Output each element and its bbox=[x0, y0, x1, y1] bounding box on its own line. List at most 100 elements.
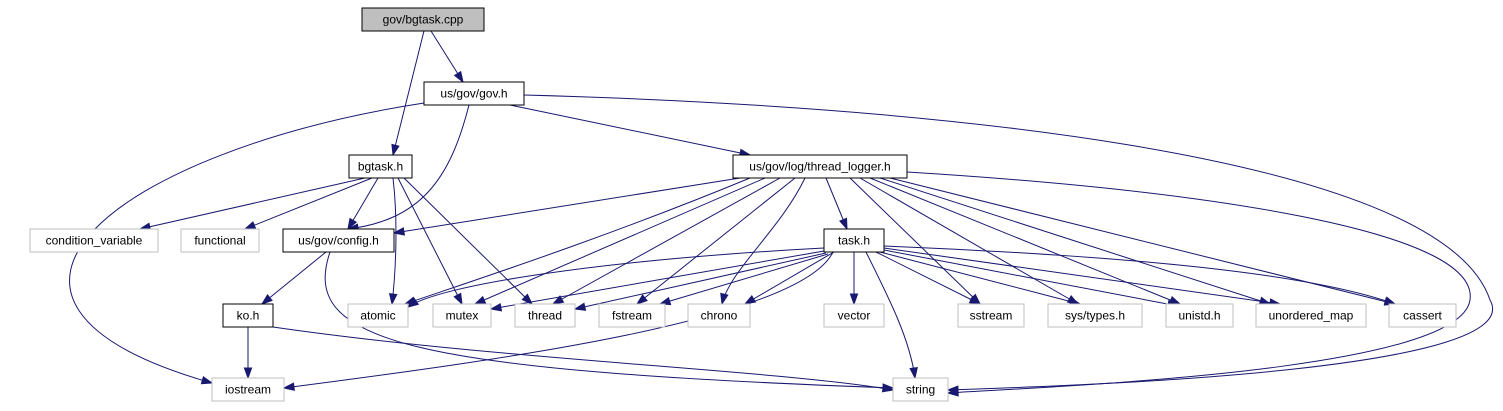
edge-bgtask_h-to-mutex bbox=[397, 177, 463, 306]
edge-line bbox=[407, 247, 825, 308]
node-label: unordered_map bbox=[1269, 309, 1354, 323]
node-label: us/gov/config.h bbox=[298, 234, 379, 248]
edge-arrowhead bbox=[946, 388, 959, 397]
edge-ko_h-to-string bbox=[272, 326, 895, 393]
node-task-h[interactable]: task.h bbox=[823, 228, 885, 253]
node-vector[interactable]: vector bbox=[823, 303, 885, 328]
node-ko-h[interactable]: ko.h bbox=[222, 303, 274, 328]
node-sys-types-h[interactable]: sys/types.h bbox=[1047, 303, 1143, 328]
node-box bbox=[1047, 303, 1143, 328]
edge-thread_logger_h-to-thread bbox=[551, 177, 781, 305]
node-bgtask-h[interactable]: bgtask.h bbox=[348, 154, 413, 179]
edge-arrowhead bbox=[243, 221, 257, 230]
node-thread[interactable]: thread bbox=[514, 303, 576, 328]
node-gov-h[interactable]: us/gov/gov.h bbox=[423, 81, 525, 106]
edge-line bbox=[552, 177, 781, 305]
node-atomic[interactable]: atomic bbox=[347, 303, 409, 328]
edge-thread_logger_h-to-chrono bbox=[720, 177, 806, 306]
node-label: atomic bbox=[360, 309, 395, 323]
node-unistd-h[interactable]: unistd.h bbox=[1165, 303, 1234, 328]
edge-thread_logger_h-to-task_h bbox=[825, 177, 848, 231]
edge-arrowhead bbox=[521, 293, 534, 306]
edge-arrowhead bbox=[260, 294, 273, 305]
node-label: sstream bbox=[970, 309, 1013, 323]
edge-thread_logger_h-to-unistd_h bbox=[869, 177, 1182, 305]
edge-line bbox=[490, 250, 825, 310]
node-functional[interactable]: functional bbox=[180, 228, 260, 253]
node-label: chrono bbox=[701, 309, 738, 323]
node-root[interactable]: gov/bgtask.cpp bbox=[361, 7, 485, 32]
node-iostream[interactable]: iostream bbox=[211, 377, 285, 402]
node-box bbox=[823, 303, 885, 328]
edge-arrowhead bbox=[392, 227, 406, 236]
edge-line bbox=[636, 177, 796, 305]
edge-arrowhead bbox=[968, 295, 982, 305]
node-label: vector bbox=[838, 309, 871, 323]
node-box bbox=[892, 377, 949, 402]
edge-root-to-bgtask_h bbox=[391, 30, 425, 157]
node-chrono[interactable]: chrono bbox=[687, 303, 751, 328]
node-string[interactable]: string bbox=[892, 377, 949, 402]
edge-line bbox=[139, 177, 366, 230]
edge-arrowhead bbox=[849, 293, 859, 306]
edge-arrowhead bbox=[200, 375, 214, 385]
edge-task_h-to-unistd_h bbox=[883, 249, 1180, 309]
node-label: cassert bbox=[1403, 309, 1442, 323]
edge-line bbox=[283, 251, 834, 389]
edge-line bbox=[883, 249, 1179, 307]
edge-ko_h-to-iostream bbox=[243, 327, 253, 380]
edge-task_h-to-cassert bbox=[883, 245, 1397, 305]
edge-line bbox=[404, 177, 751, 305]
node-box bbox=[687, 303, 751, 328]
edge-arrowhead bbox=[453, 70, 464, 84]
edge-arrowhead bbox=[347, 217, 358, 231]
node-mutex[interactable]: mutex bbox=[432, 303, 492, 328]
edge-line bbox=[906, 171, 1471, 394]
edge-arrowhead bbox=[243, 367, 253, 380]
edge-line bbox=[244, 177, 373, 230]
edge-line bbox=[869, 177, 1181, 305]
node-box bbox=[957, 303, 1025, 328]
node-box bbox=[222, 303, 274, 328]
node-config-h[interactable]: us/gov/config.h bbox=[282, 228, 395, 253]
edge-config_h-to-ko_h bbox=[260, 251, 327, 305]
node-layer: gov/bgtask.cpp us/gov/gov.h bgtask.h us/gov… bbox=[29, 7, 1457, 402]
edge-line bbox=[889, 177, 1396, 305]
node-label: us/gov/log/thread_logger.h bbox=[749, 160, 890, 174]
node-box bbox=[29, 228, 159, 253]
edge-thread_logger_h-to-unordered_map bbox=[879, 177, 1272, 305]
node-fstream[interactable]: fstream bbox=[598, 303, 666, 328]
edge-line bbox=[391, 177, 397, 305]
edge-line bbox=[347, 104, 470, 230]
edge-arrowhead bbox=[881, 383, 895, 393]
edge-line bbox=[659, 253, 829, 305]
edge-line bbox=[875, 251, 981, 305]
node-box bbox=[1255, 303, 1367, 328]
edge-thread_logger_h-to-fstream bbox=[635, 177, 796, 305]
node-cassert[interactable]: cassert bbox=[1388, 303, 1457, 328]
edge-line bbox=[272, 326, 894, 391]
edge-line bbox=[574, 252, 827, 310]
edge-root-to-gov_h bbox=[430, 30, 464, 84]
edge-task_h-to-mutex bbox=[489, 250, 825, 312]
edge-arrowhead bbox=[720, 292, 729, 306]
edge-task_h-to-atomic bbox=[406, 247, 825, 308]
node-thread-logger-h[interactable]: us/gov/log/thread_logger.h bbox=[732, 154, 908, 179]
edge-arrowhead bbox=[391, 143, 400, 157]
node-cond-var[interactable]: condition_variable bbox=[29, 228, 159, 253]
edge-arrowhead bbox=[573, 302, 587, 311]
edge-line bbox=[397, 177, 463, 305]
node-sstream[interactable]: sstream bbox=[957, 303, 1025, 328]
node-box bbox=[823, 228, 885, 253]
edge-arrowhead bbox=[473, 295, 487, 305]
edge-thread_logger_h-to-config_h bbox=[392, 177, 741, 236]
node-label: thread bbox=[528, 309, 562, 323]
node-label: bgtask.h bbox=[358, 160, 403, 174]
edge-arrowhead bbox=[1383, 296, 1397, 305]
edge-line bbox=[392, 30, 425, 156]
node-label: unistd.h bbox=[1178, 309, 1220, 323]
node-box bbox=[211, 377, 285, 402]
edge-thread_logger_h-to-atomic bbox=[403, 177, 751, 305]
node-unordered-map[interactable]: unordered_map bbox=[1255, 303, 1367, 328]
